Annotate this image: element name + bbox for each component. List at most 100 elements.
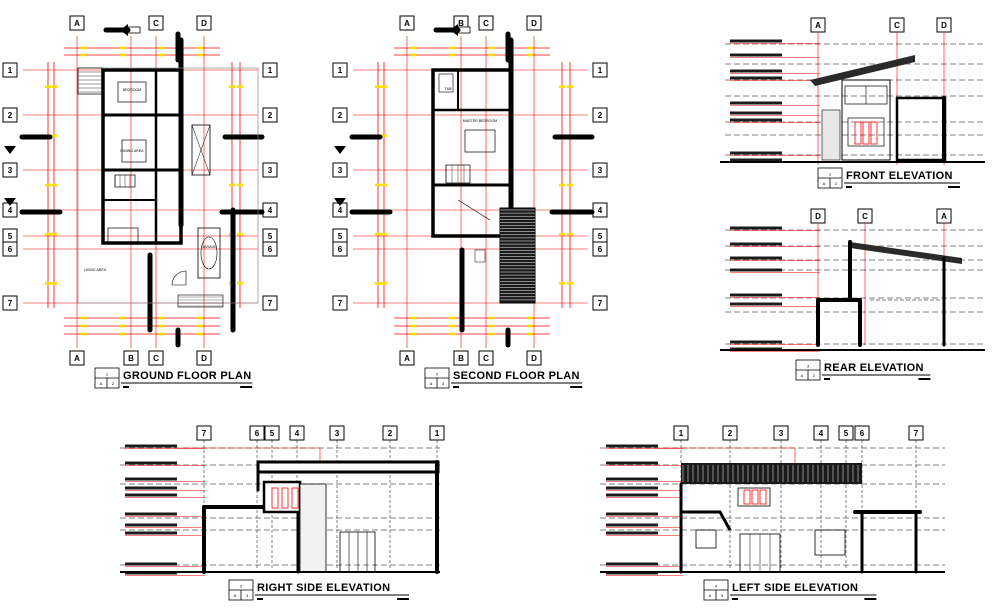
grid-bubble — [526, 350, 542, 366]
sheet-ref: A — [709, 593, 712, 598]
window — [737, 487, 771, 507]
wall — [841, 79, 891, 161]
dimension-text — [381, 282, 387, 285]
grid-bubble — [453, 350, 469, 366]
dimension-text — [197, 332, 204, 336]
dimension-text — [488, 46, 495, 50]
sheet-ref: A — [801, 373, 804, 378]
stone-column — [299, 483, 327, 573]
grid-bubble-label: 3 — [268, 166, 273, 175]
sheet-ref: 2 — [813, 373, 816, 378]
annotation-note — [606, 531, 658, 535]
dimension-text — [559, 85, 565, 88]
grid-bubble-label: 6 — [8, 245, 13, 254]
grid-bubble-label: 3 — [779, 429, 784, 438]
walls — [101, 68, 183, 245]
annotation-note — [730, 118, 782, 122]
annotation-note — [125, 531, 177, 535]
section-marker-icon — [334, 198, 346, 206]
dimension-text — [567, 282, 573, 285]
grid-bubble — [478, 15, 494, 31]
dimension-text — [197, 316, 204, 320]
walls — [431, 68, 513, 238]
dimension-text — [449, 332, 456, 336]
dimension-text — [375, 282, 381, 285]
dimension-text — [237, 183, 243, 187]
grid-bubble — [592, 107, 608, 123]
annotation-note — [730, 242, 782, 246]
grid-bubble-label: 4 — [295, 429, 300, 438]
grid-bubble-label: 5 — [844, 429, 849, 438]
dimension-text — [567, 183, 573, 187]
car-outline — [200, 236, 218, 270]
grid-bubble — [262, 107, 278, 123]
grid-bubble — [262, 162, 278, 178]
dimension-text — [567, 85, 573, 88]
dimension-text — [119, 316, 126, 320]
grid-bubble-label: 1 — [598, 66, 603, 75]
sheet-number: 4 — [715, 584, 718, 589]
grid-bubble-label: D — [201, 19, 207, 28]
window-grill — [751, 489, 759, 505]
grid-bubble-label: 1 — [679, 429, 684, 438]
bed — [464, 129, 496, 153]
grid-bubble — [2, 62, 18, 78]
grid-bubble-label: A — [74, 354, 80, 363]
sheet-number: 2 — [240, 584, 243, 589]
dimension-text — [449, 53, 456, 57]
dimension-text — [410, 53, 417, 57]
sheet-ref: 3 — [246, 593, 249, 598]
sheet-number: 3 — [807, 364, 810, 369]
dimension-text — [375, 232, 381, 236]
room-label-garage: GARAGE — [201, 245, 217, 249]
grid-bubble-label: 7 — [914, 429, 919, 438]
grid-bubble-label: B — [458, 354, 464, 363]
grid-bubble-label: 1 — [435, 429, 440, 438]
annotation-note — [730, 151, 782, 155]
drawing-title: LEFT SIDE ELEVATION — [732, 582, 858, 594]
section-marker-label: SEC — [336, 146, 344, 151]
dimension-text — [45, 85, 51, 88]
door-swing — [171, 270, 187, 286]
dimension-text — [381, 134, 387, 138]
dimension-text — [51, 232, 57, 236]
section-marker-icon — [334, 146, 346, 154]
room-label-bedroom: BEDROOM — [123, 88, 142, 92]
dimension-text — [381, 183, 387, 187]
exterior-wall — [101, 68, 183, 245]
drawing-title: FRONT ELEVATION — [846, 170, 953, 182]
dimension-text — [410, 332, 417, 336]
grid-bubble-label: C — [483, 19, 489, 28]
dimension-text — [488, 53, 495, 57]
scale-bar — [123, 386, 129, 388]
annotation-note — [730, 111, 782, 115]
grid-bubble-label: A — [404, 354, 410, 363]
window — [847, 117, 885, 147]
garage-wall — [895, 96, 947, 162]
dimension-text — [229, 183, 235, 187]
grid-bubble — [2, 295, 18, 311]
sheet-number: 1 — [106, 372, 109, 377]
grid-bubble-label: 7 — [598, 299, 603, 308]
dimension-text — [80, 46, 87, 50]
annotation-note — [606, 562, 658, 566]
grid-bubble-label: 6 — [860, 429, 865, 438]
dimension-text — [51, 183, 57, 187]
dimension-text — [197, 46, 204, 50]
grid-bubble-label: 1 — [8, 66, 13, 75]
grid-bubble-label: 5 — [268, 232, 273, 241]
dimension-text — [158, 46, 165, 50]
grid-bubble-label: 6 — [598, 245, 603, 254]
dimension-text — [237, 232, 243, 236]
window-grill — [854, 121, 862, 145]
grid-bubble — [332, 162, 348, 178]
section-marker-label: SEC — [336, 198, 344, 203]
sheet-ref: 2 — [835, 181, 838, 186]
dimension-text — [119, 332, 126, 336]
planter-hatch — [191, 124, 211, 176]
annotation-note — [730, 340, 782, 344]
scale-bar — [948, 186, 960, 188]
